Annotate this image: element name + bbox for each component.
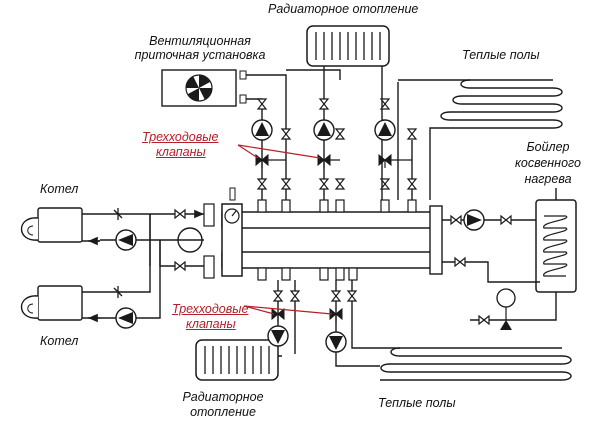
- boiler-top: [20, 207, 83, 243]
- manifold: [177, 187, 443, 281]
- label-kotel-top: Котел: [40, 182, 79, 196]
- label-ventilation-line1: Вентиляционная: [149, 34, 251, 48]
- label-three-way-bottom-line2: клапаны: [186, 317, 236, 331]
- label-three-way-bottom-line1: Трехходовые: [172, 302, 249, 316]
- ventilation-unit: [161, 69, 247, 107]
- label-radiator-top: Радиаторное отопление: [268, 2, 419, 16]
- label-boiler-indirect-line1: Бойлер: [526, 140, 570, 154]
- radiator-bottom: [195, 339, 279, 381]
- label-boiler-indirect-line2: косвенного: [515, 156, 581, 170]
- pump-floor-top: [374, 119, 396, 141]
- pump-ventilation: [251, 119, 273, 141]
- label-boiler-indirect-line3: нагрева: [524, 172, 572, 186]
- floor-heating-bottom: [335, 280, 572, 381]
- floor-heating-top: [397, 79, 563, 200]
- label-radiator-bottom-line2: отопление: [190, 405, 256, 419]
- radiator-top: [306, 25, 390, 67]
- label-radiator-bottom-line1: Радиаторное: [182, 390, 264, 404]
- indirect-boiler: [535, 199, 577, 293]
- pump-radiator-top: [313, 119, 335, 141]
- label-three-way-top-line2: клапаны: [156, 145, 206, 159]
- three-way-valve-top-3: [378, 154, 392, 169]
- label-floor-heating-bottom: Теплые полы: [378, 396, 456, 410]
- label-floor-heating-top: Теплые полы: [462, 48, 540, 62]
- label-three-way-top-line1: Трехходовые: [142, 130, 219, 144]
- label-kotel-bottom: Котел: [40, 334, 79, 348]
- label-ventilation-line2: приточная установка: [134, 48, 266, 62]
- boiler-bottom: [20, 285, 83, 321]
